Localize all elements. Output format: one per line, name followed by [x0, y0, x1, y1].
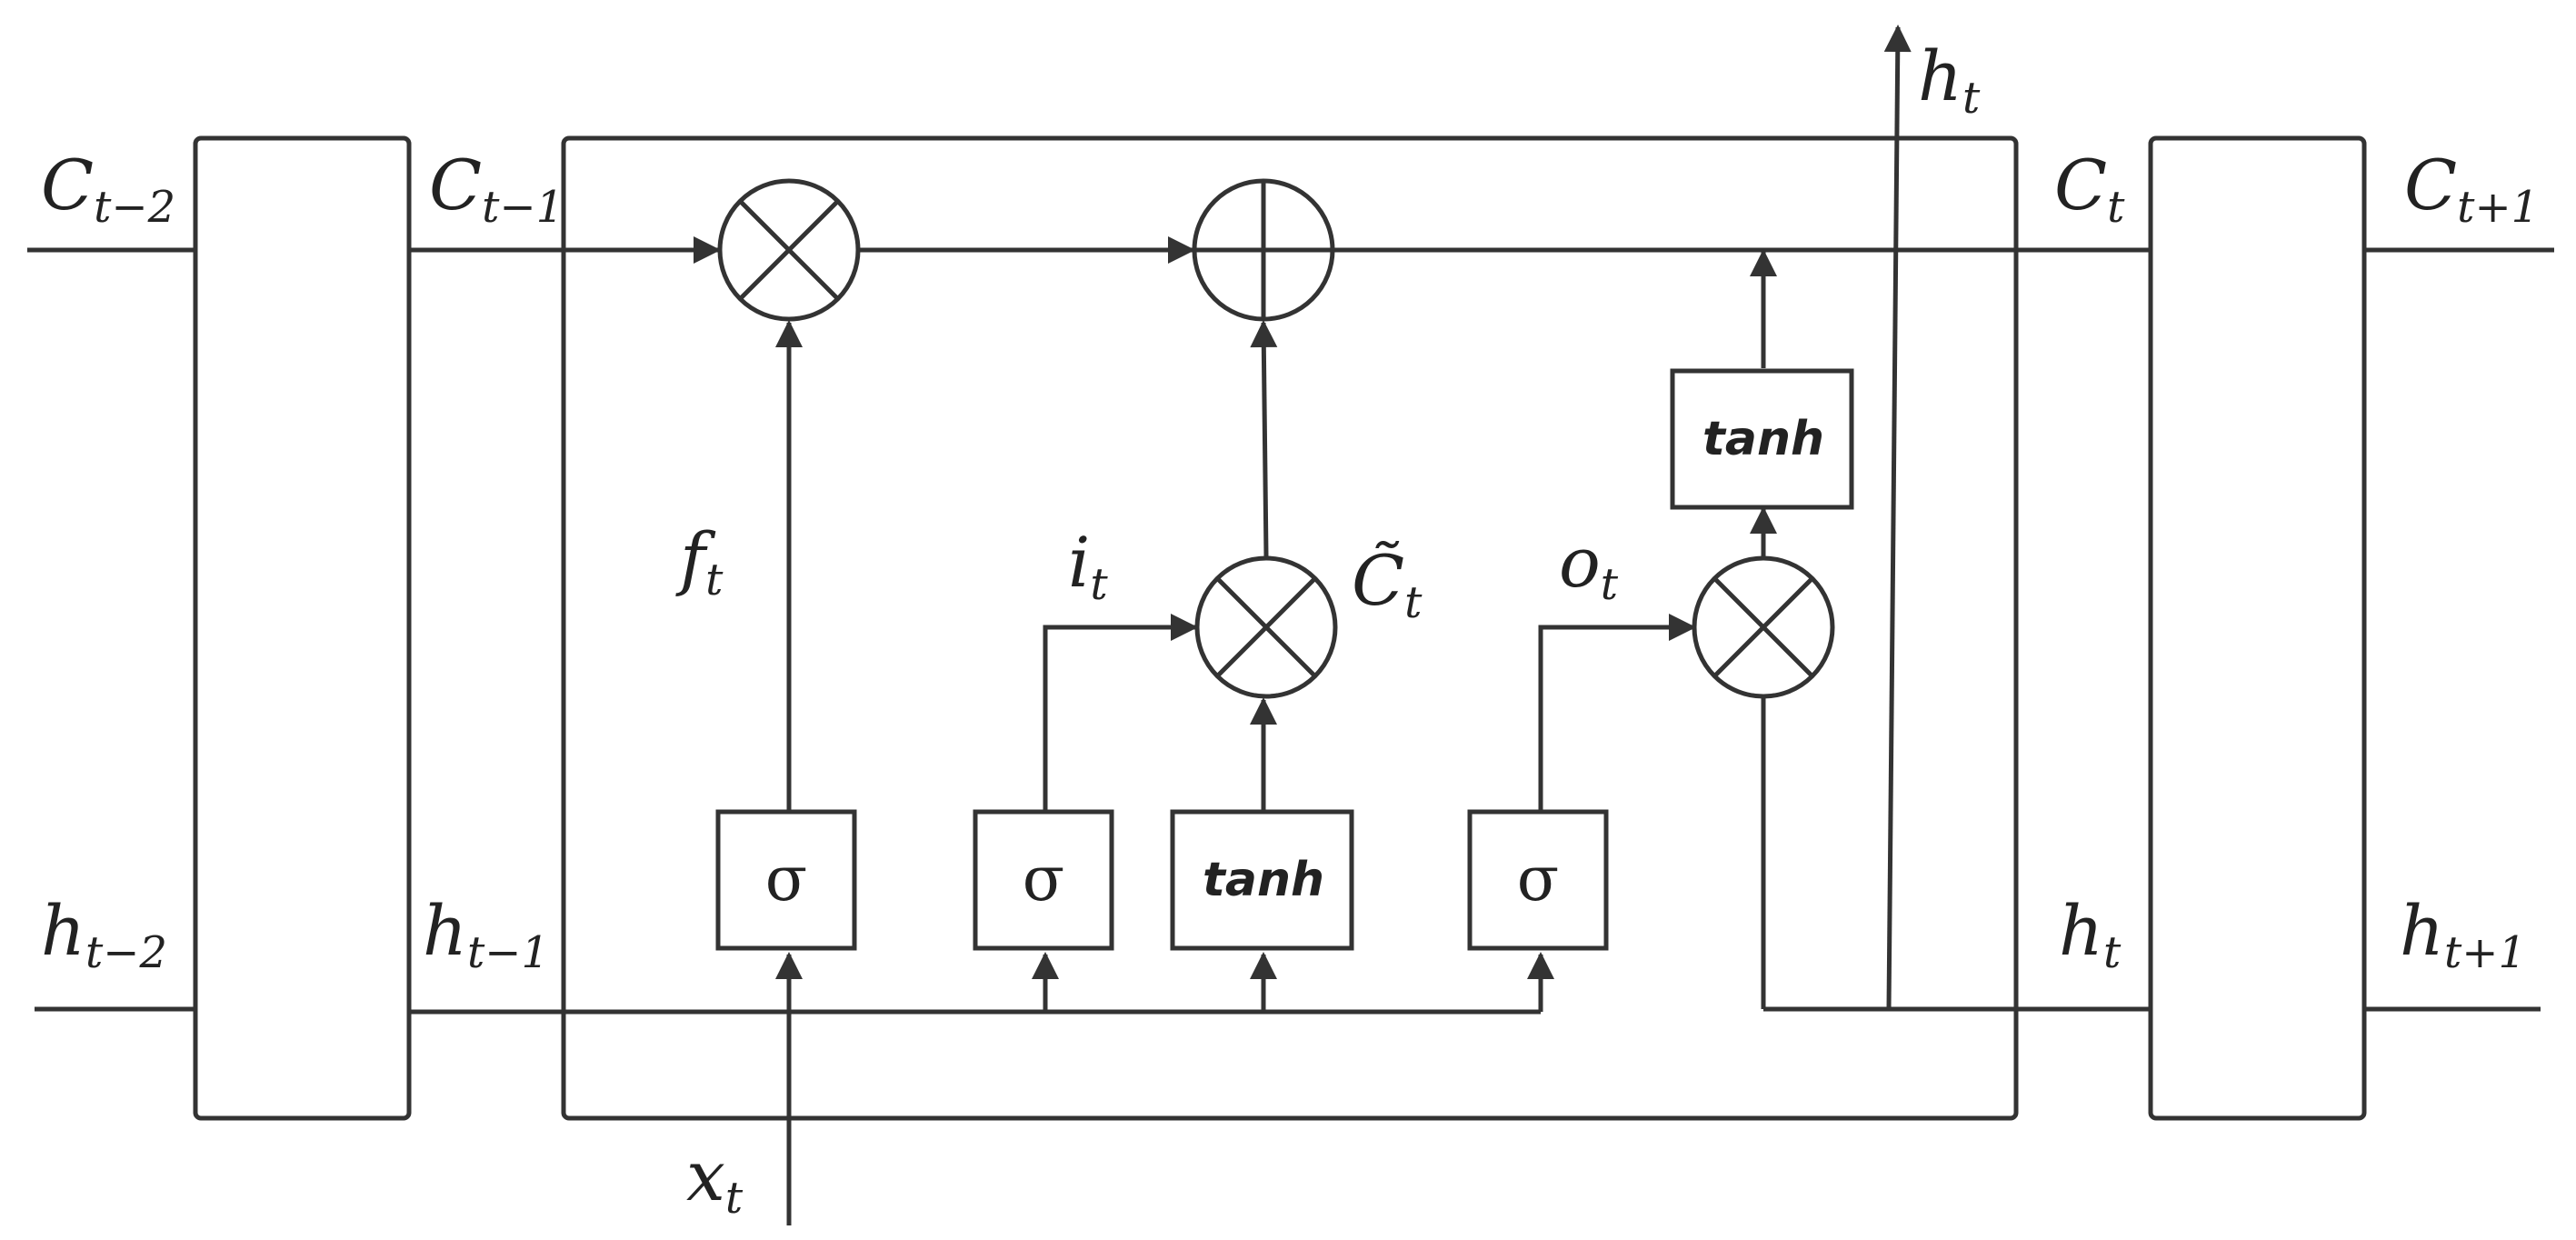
label-h-t-plus-1: ht+1: [2400, 890, 2526, 978]
forget-multiply-op: [717, 178, 861, 322]
input-gate-line: [1043, 614, 1198, 812]
add-op: [1192, 178, 1335, 322]
label-h-t-top: ht: [1918, 35, 1981, 124]
forget-gate-box: σ: [715, 809, 857, 951]
label-h-t-minus-2: ht−2: [41, 890, 167, 978]
cell-output-tanh-label: tanh: [1702, 412, 1824, 466]
label-c-t-minus-2: Ct−2: [41, 145, 175, 233]
input-gate-box: σ: [973, 809, 1114, 951]
input-gate-label: σ: [1023, 844, 1064, 915]
candidate-label: tanh: [1203, 853, 1324, 907]
cell-output-tanh-box: tanh: [1670, 368, 1854, 510]
label-h-t-right: ht: [2059, 890, 2122, 978]
input-multiply-op: [1194, 555, 1338, 699]
label-x-t: xt: [686, 1135, 744, 1224]
output-gate-line: [1538, 614, 1696, 812]
forget-gate-label: σ: [765, 844, 807, 915]
candidate-to-add-line: [1250, 320, 1278, 557]
candidate-box: tanh: [1170, 809, 1354, 951]
previous-cell-box: [193, 135, 412, 1121]
output-gate-label: σ: [1517, 844, 1559, 915]
label-h-t-minus-1: ht−1: [423, 890, 549, 978]
ht-up-line: [1883, 25, 1912, 1010]
next-cell-box: [2148, 135, 2367, 1121]
label-f-t: ft: [675, 517, 724, 605]
label-c-t: Ct: [2054, 145, 2125, 233]
label-c-t-minus-1: Ct−1: [429, 145, 564, 233]
label-c-tilde-t: C̃t: [1352, 539, 1423, 628]
current-cell-box: [561, 135, 2019, 1121]
output-multiply-op: [1692, 555, 1835, 699]
label-i-t: it: [1068, 522, 1108, 610]
label-o-t: ot: [1559, 522, 1619, 610]
label-c-t-plus-1: Ct+1: [2404, 145, 2539, 233]
output-gate-box: σ: [1467, 809, 1609, 951]
